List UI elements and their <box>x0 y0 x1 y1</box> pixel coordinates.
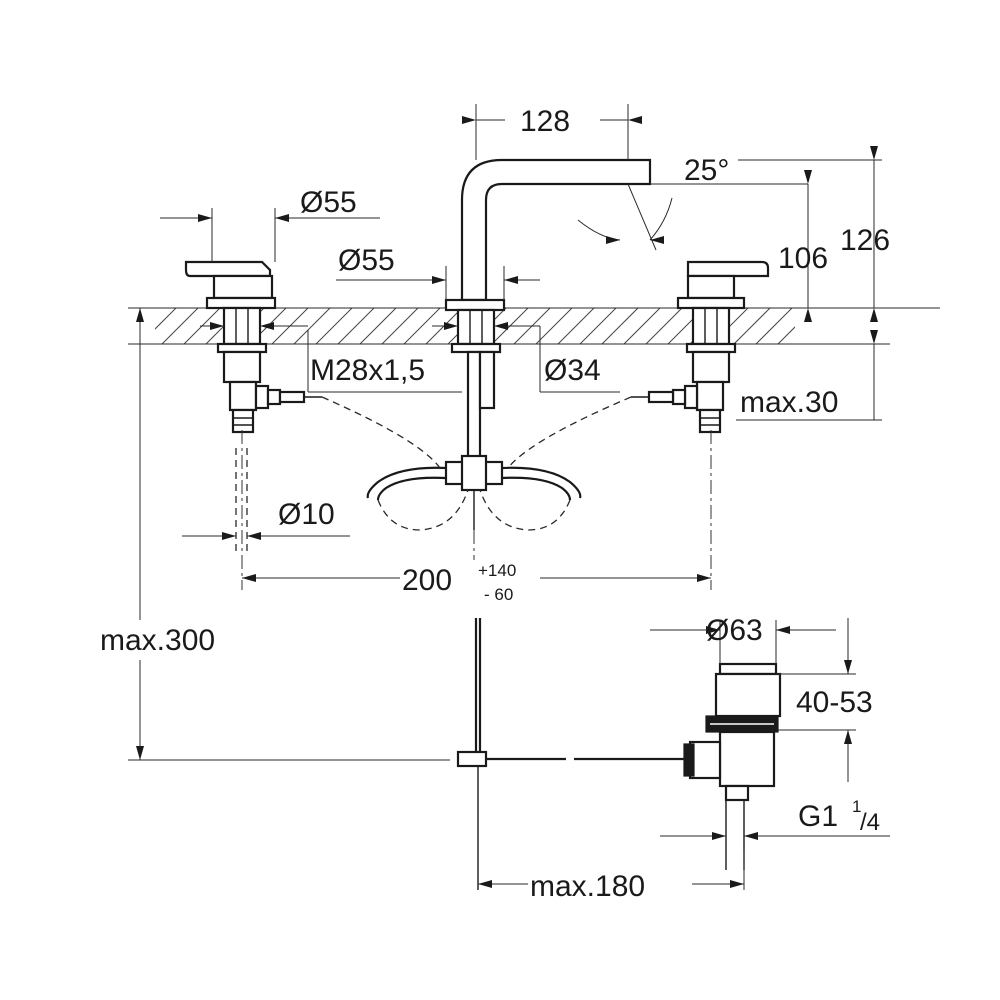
spout-assembly <box>444 158 652 530</box>
drain-flange-range-label: 40-53 <box>796 686 873 719</box>
dimension-arrowhead <box>744 832 758 840</box>
dimension-arrowhead <box>870 146 878 160</box>
dimension-arrowhead <box>870 330 878 344</box>
dimension-arrowhead <box>870 308 878 322</box>
outlet-height-label: 106 <box>778 242 828 275</box>
supply-pipe <box>235 448 248 555</box>
thread-label: M28x1,5 <box>310 354 425 387</box>
dimension-arrowhead <box>804 170 812 184</box>
hole-diameter-label: Ø34 <box>544 354 601 387</box>
center-lines <box>241 430 712 590</box>
dimension-arrowhead <box>844 660 852 674</box>
supply-hoses <box>321 396 632 531</box>
spread-minus-label: - 60 <box>484 585 513 604</box>
dimension-arrowhead <box>275 214 289 222</box>
spread-base-label: 200 <box>402 564 452 597</box>
left-handle-assembly <box>184 260 322 434</box>
dimension-arrowhead <box>260 322 274 330</box>
dimension-arrowhead <box>804 308 812 322</box>
dimension-arrowhead <box>478 880 492 888</box>
pop-up-reach-label: max.180 <box>530 870 645 903</box>
pop-up-rod <box>128 618 690 890</box>
dimension-arrowhead <box>432 276 446 284</box>
dimension-arrowhead <box>136 308 144 322</box>
dimension-arrowhead <box>198 214 212 222</box>
dimension-arrowhead <box>650 236 664 244</box>
dimension-arrowhead <box>444 322 458 330</box>
dimension-arrowhead <box>242 574 256 582</box>
supply-pipe-diameter-label: Ø10 <box>278 498 335 531</box>
dimension-arrowhead <box>730 880 744 888</box>
dimension-lines <box>136 104 890 890</box>
drain-cap-diameter-label: Ø63 <box>706 614 763 647</box>
max-drop-label: max.300 <box>100 624 215 657</box>
dimension-arrowhead <box>712 832 726 840</box>
drain-thread-den-label: /4 <box>860 809 880 836</box>
spout-reach-label: 128 <box>520 105 570 138</box>
spread-plus-label: +140 <box>478 561 516 580</box>
dimension-arrowhead <box>504 276 518 284</box>
dimension-arrowhead <box>776 626 790 634</box>
spout-angle-label: 25° <box>684 154 729 187</box>
max-deck-thickness-label: max.30 <box>740 386 838 419</box>
dimension-arrowhead <box>494 322 508 330</box>
dimension-arrowhead <box>222 532 236 540</box>
dimension-arrowhead <box>606 236 620 244</box>
dimension-arrowhead <box>210 322 224 330</box>
dimension-arrowhead <box>628 116 642 124</box>
dimension-arrowhead <box>844 730 852 744</box>
spout-base-diameter-label: Ø55 <box>338 244 395 277</box>
pop-up-drain <box>683 662 782 870</box>
dimension-arrowhead <box>697 574 711 582</box>
spout-height-label: 126 <box>840 224 890 257</box>
dimension-arrowhead <box>136 746 144 760</box>
drain-thread-prefix-label: G1 <box>798 800 838 833</box>
dimension-arrowhead <box>462 116 476 124</box>
drain-thread-num-label: 1 <box>852 797 861 816</box>
dimension-arrowhead <box>706 626 720 634</box>
right-handle-assembly <box>631 260 770 434</box>
handle-diameter-label: Ø55 <box>300 186 357 219</box>
dimension-arrowhead <box>247 532 261 540</box>
